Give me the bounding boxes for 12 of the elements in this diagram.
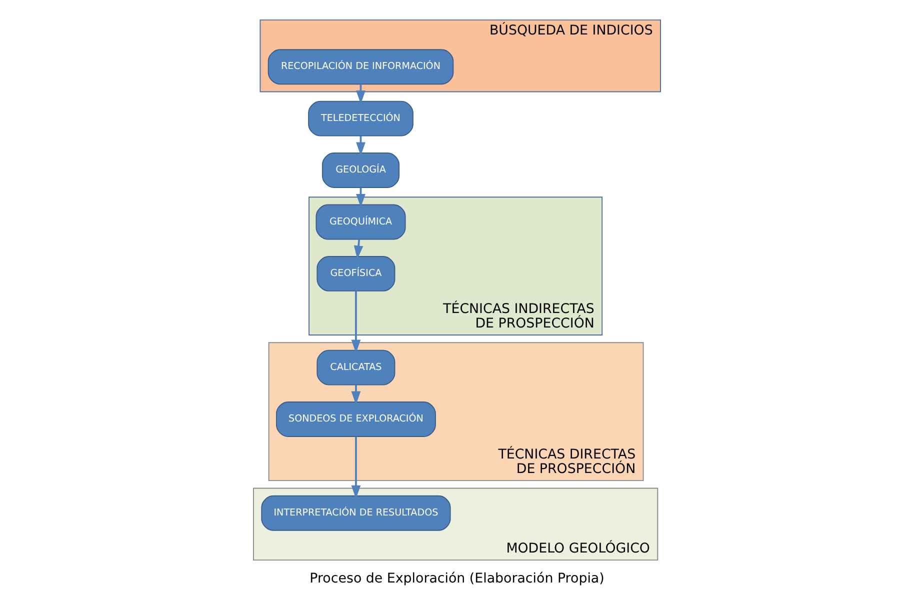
node-box: GEOLOGÍA — [321, 152, 400, 188]
node-box: GEOQUÍMICA — [315, 204, 406, 240]
arrow — [350, 436, 360, 499]
caption: Proceso de Exploración (Elaboración Propia) — [309, 571, 604, 586]
arrow — [350, 384, 360, 405]
arrow — [350, 291, 360, 354]
node-box: CALICATAS — [316, 350, 395, 386]
node-box: GEOFÍSICA — [316, 256, 395, 292]
node-box: RECOPILACIÓN DE INFORMACIÓN — [267, 49, 454, 85]
node-box: SONDEOS DE EXPLORACIÓN — [276, 402, 436, 437]
node-box: TELEDETECCIÓN — [308, 100, 413, 136]
node-box: INTERPRETACIÓN DE RESULTADOS — [260, 495, 450, 531]
